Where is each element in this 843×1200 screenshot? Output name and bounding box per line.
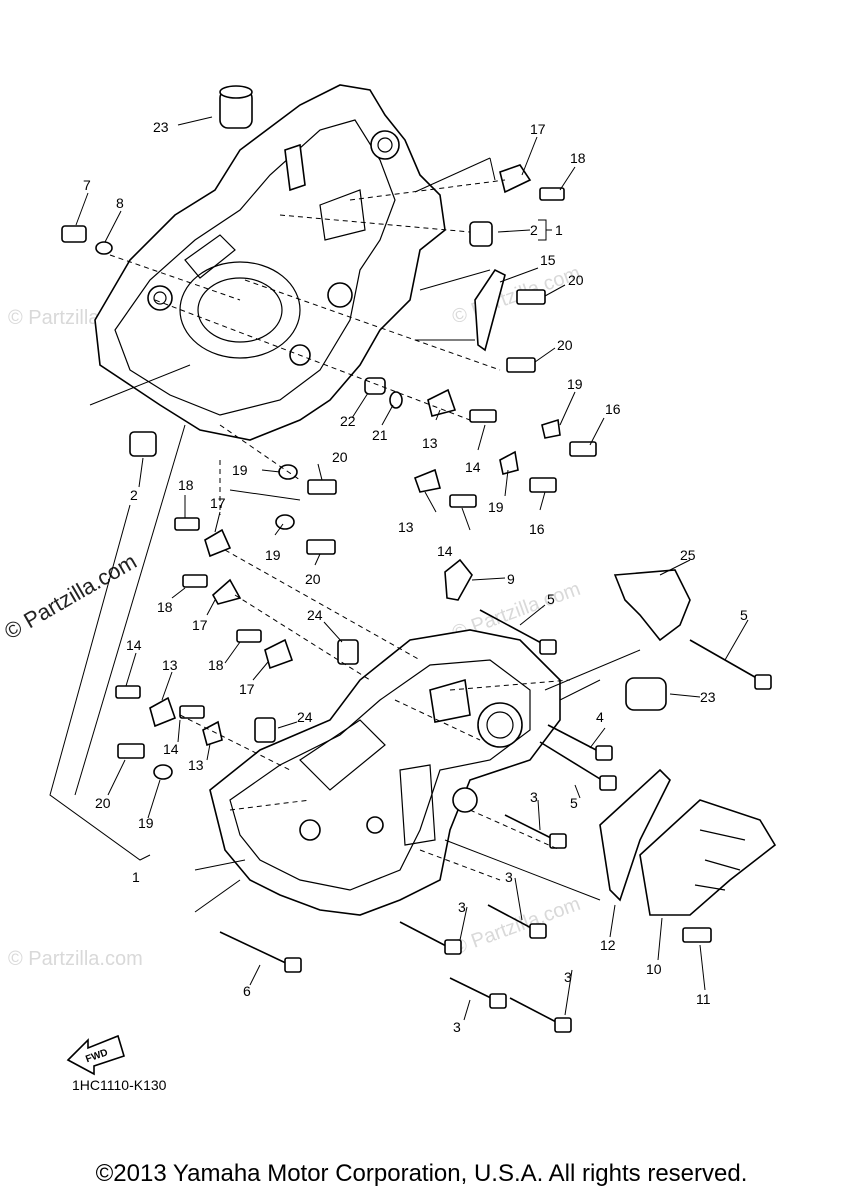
copyright-notice: ©2013 Yamaha Motor Corporation, U.S.A. A…: [95, 1160, 748, 1187]
callout-23: 23: [153, 119, 169, 135]
callout-19: 19: [232, 462, 248, 478]
crankcase-right-drawing: [209, 629, 561, 916]
callout-19: 19: [488, 499, 504, 515]
callout-14: 14: [437, 543, 453, 559]
callout-19: 19: [138, 815, 154, 831]
callout-3: 3: [458, 899, 466, 915]
callout-12: 12: [600, 937, 616, 953]
callout-3: 3: [530, 789, 538, 805]
callout-3: 3: [505, 869, 513, 885]
watermark-faint: © Partzilla.com: [8, 948, 143, 970]
callout-18: 18: [178, 477, 194, 493]
callout-8: 8: [116, 195, 124, 211]
callout-20: 20: [305, 571, 321, 587]
callout-18: 18: [570, 150, 586, 166]
watermark-main: © Partzilla.com: [0, 549, 141, 645]
callout-15: 15: [540, 252, 556, 268]
callout-20: 20: [95, 795, 111, 811]
callout-11: 11: [696, 991, 711, 1007]
callout-2: 2: [530, 222, 538, 238]
callout-6: 6: [243, 983, 251, 999]
hardware-drawings: [61, 85, 777, 1076]
callout-23: 23: [700, 689, 716, 705]
callout-17: 17: [192, 617, 208, 633]
callout-1: 1: [555, 222, 563, 238]
callout-18: 18: [157, 599, 173, 615]
callout-13: 13: [422, 435, 438, 451]
callout-19: 19: [265, 547, 281, 563]
callout-2: 2: [130, 487, 138, 503]
callout-14: 14: [126, 637, 142, 653]
callout-5: 5: [547, 591, 555, 607]
callout-14: 14: [465, 459, 481, 475]
callout-1: 1: [132, 869, 140, 885]
callout-13: 13: [188, 757, 204, 773]
callout-17: 17: [239, 681, 255, 697]
callout-24: 24: [297, 709, 313, 725]
callout-3: 3: [453, 1019, 461, 1035]
callout-16: 16: [605, 401, 621, 417]
callout-20: 20: [557, 337, 573, 353]
callout-20: 20: [332, 449, 348, 465]
callout-3: 3: [564, 969, 572, 985]
callout-25: 25: [680, 547, 696, 563]
callout-20: 20: [568, 272, 584, 288]
callout-17: 17: [210, 495, 226, 511]
callout-4: 4: [596, 709, 604, 725]
callout-24: 24: [307, 607, 323, 623]
callout-13: 13: [162, 657, 178, 673]
callout-19: 19: [567, 376, 583, 392]
callout-22: 22: [340, 413, 356, 429]
callout-18: 18: [208, 657, 224, 673]
callout-labels: 23 17 18 7 8 2 1 15 20 20 19 16 22 21 13…: [83, 119, 748, 1035]
callout-21: 21: [372, 427, 388, 443]
crankcase-left-drawing: [94, 84, 446, 441]
callout-5: 5: [570, 795, 578, 811]
watermark-faint: © Partzilla.com: [449, 893, 583, 960]
callout-10: 10: [646, 961, 662, 977]
diagram-code: 1HC1110-K130: [72, 1077, 167, 1093]
callout-5: 5: [740, 607, 748, 623]
callout-14: 14: [163, 741, 179, 757]
callout-13: 13: [398, 519, 414, 535]
leader-lines: [49, 116, 749, 1021]
callout-16: 16: [529, 521, 545, 537]
callout-17: 17: [530, 121, 546, 137]
callout-9: 9: [507, 571, 515, 587]
callout-7: 7: [83, 177, 91, 193]
